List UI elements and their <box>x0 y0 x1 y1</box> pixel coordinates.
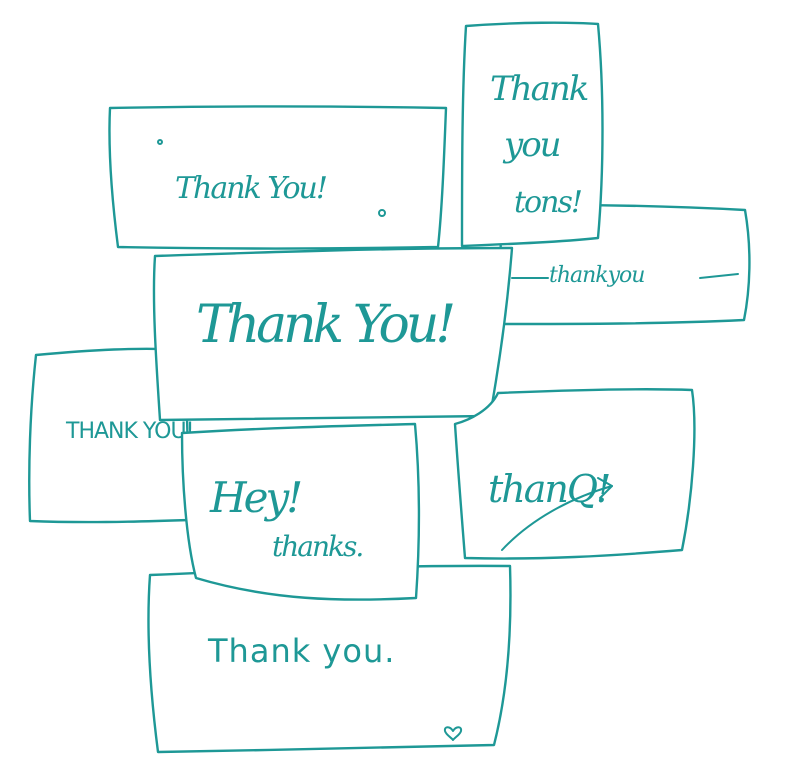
note-card-outline <box>453 387 696 560</box>
note-text-thank-you-large: Thank You! <box>196 295 453 355</box>
note-card-hey-thanks: Hey! thanks. <box>180 422 421 601</box>
underline-stroke <box>699 273 739 279</box>
arrow-stroke <box>501 485 613 551</box>
note-card-thanq: thanQ! <box>453 387 696 560</box>
note-text-line-2: thanks. <box>272 530 362 563</box>
decoration-dot <box>378 209 386 217</box>
note-card-thank-you-tons: Thank you tons! <box>460 21 604 248</box>
note-text-line-3: tons! <box>514 185 582 220</box>
note-text-thank-you: Thank You! <box>175 171 327 206</box>
note-text-thank-you-caps: THANK YOU! <box>65 419 193 444</box>
note-text-line-1: Thank <box>490 69 588 109</box>
note-card-outline <box>180 422 421 601</box>
arrow-head <box>597 477 613 499</box>
note-text-line-2: you <box>502 125 560 165</box>
note-card-thank-you-small: Thank You! <box>108 105 448 250</box>
decoration-dot <box>157 139 163 145</box>
note-card-thank-you-large: Thank You! <box>152 246 514 422</box>
note-text-thank-you-period: Thank you. <box>207 632 395 670</box>
note-text-thankyou: thankyou <box>549 263 644 288</box>
note-text-thanq: thanQ! <box>488 467 609 511</box>
heart-icon <box>443 726 463 741</box>
note-card-thank-you-caps: THANK YOU! <box>28 347 194 524</box>
note-text-line-1: Hey! <box>209 473 301 522</box>
note-card-outline <box>460 21 604 248</box>
note-card-outline <box>108 105 448 250</box>
note-card-outline <box>28 347 192 524</box>
